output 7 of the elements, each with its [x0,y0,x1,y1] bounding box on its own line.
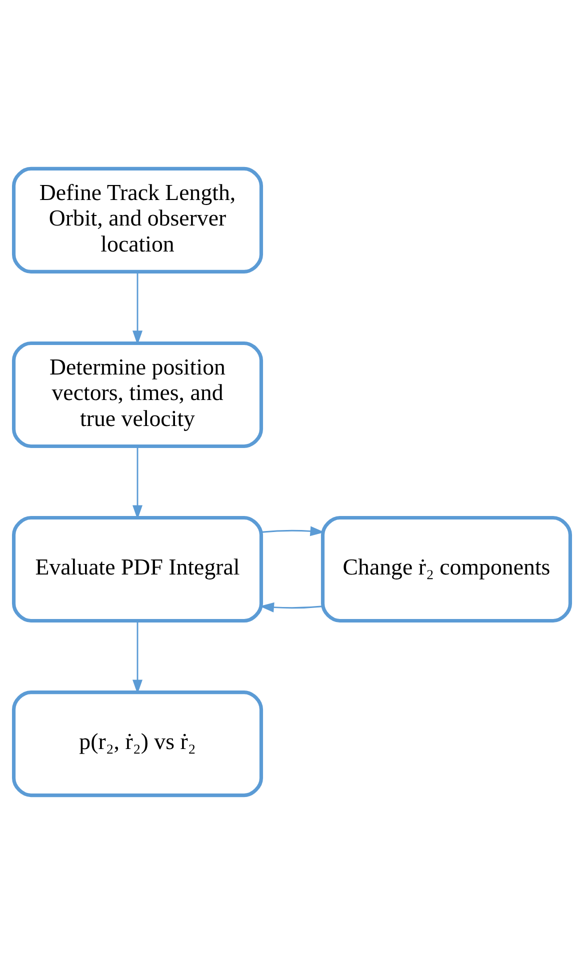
node-box: Determine position vectors, times, and true velocity [12,340,264,448]
node-box: Change ṙ₂ components [320,515,572,622]
node-box: Define Track Length, Orbit, and observer location [12,166,264,273]
node-box: Evaluate PDF Integral [12,515,264,622]
arrow [132,271,143,344]
arrow [260,602,322,612]
node-box: p(r₂, ṙ₂) vs ṙ₂ [12,690,264,797]
